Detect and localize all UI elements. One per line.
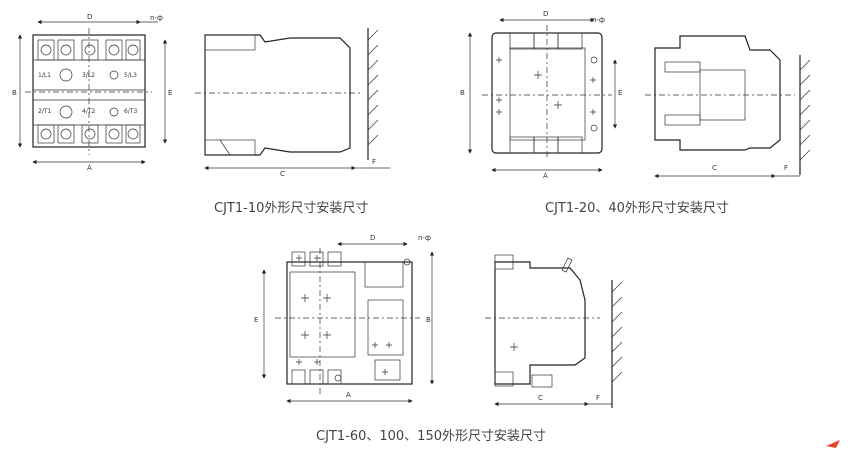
corner-mark-icon [826,440,840,448]
dim-label-a: A [87,164,92,172]
dim-label-b: B [460,89,465,97]
dim-label-b: B [12,89,17,97]
terminal-label: 6/T3 [124,108,138,115]
dim-label-e: E [254,316,258,324]
dim-label-c: C [538,394,543,402]
dim-label-e: E [168,89,172,97]
side-outline [654,35,781,151]
dim-label-hole: n-ф [592,16,605,24]
dim-label-b: B [426,316,431,324]
dim-label-d: D [543,10,548,18]
dim-label-f: F [596,394,600,402]
dim-label-a: A [346,391,351,399]
dim-label-d: D [370,234,375,242]
cjt1-20-40-side-view: C F [645,35,811,179]
caption-cjt1-60-150: CJT1-60、100、150外形尺寸安装尺寸 [316,429,546,444]
terminal-label: 1/L1 [38,72,51,79]
cjt1-20-40-front-view: D n-ф A B E [460,10,622,180]
terminal-label: 3/L2 [82,72,95,79]
terminal-label: 4/T2 [82,108,96,115]
terminal-label: 2/T1 [38,108,52,115]
cjt1-60-150-front-view: D n-ф A E B [254,234,435,404]
dim-label-f: F [372,158,376,166]
cjt1-10-front-view: 1/L1 3/L2 5/L3 2/T1 4/T2 6/T3 D n-ф A B … [12,13,172,172]
dim-label-hole: n-ф [150,14,163,22]
body-outline [286,261,413,385]
dim-label-e: E [618,89,622,97]
caption-cjt1-20-40: CJT1-20、40外形尺寸安装尺寸 [545,201,729,216]
dim-label-d: D [87,13,92,21]
side-outline [494,261,586,385]
side-outline [204,34,351,156]
dim-label-f: F [784,164,788,172]
body-outline [32,34,146,148]
cjt1-60-150-side-view: C F [485,254,623,408]
dim-label-a: A [543,172,548,180]
dim-label-c: C [712,164,717,172]
cjt1-10-side-view: C F [195,28,390,178]
caption-cjt1-10: CJT1-10外形尺寸安装尺寸 [214,201,369,216]
body-outline [491,32,603,154]
dim-label-hole: n-ф [418,234,431,242]
dim-label-c: C [280,170,285,178]
terminal-label: 5/L3 [124,72,137,79]
